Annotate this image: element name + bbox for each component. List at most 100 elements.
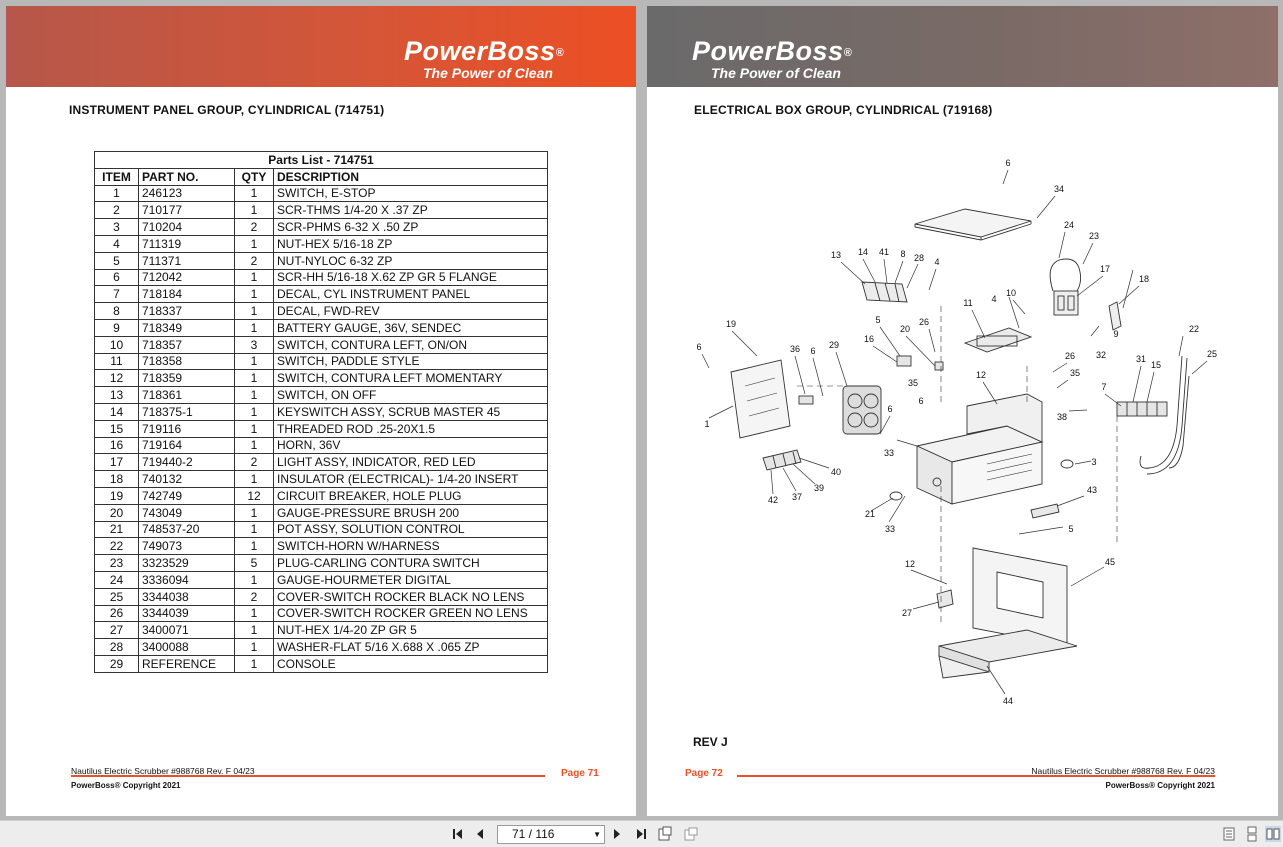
callout-number: 5: [1068, 524, 1073, 534]
cell-qty: 1: [234, 184, 274, 203]
exploded-parts-diagram: 6342423171813144182841141093219636629516…: [696, 158, 1217, 706]
footer-document-id: Nautilus Electric Scrubber #988768 Rev. …: [71, 766, 255, 776]
header-banner: PowerBoss® The Power of Clean: [647, 6, 1278, 87]
cell-qty: 1: [234, 268, 274, 287]
callout-number: 12: [976, 370, 986, 380]
column-header-part-no: PART NO.: [138, 167, 235, 186]
page-number: Page 72: [685, 768, 723, 779]
cell-item: 4: [94, 234, 139, 253]
cell-qty: 1: [234, 570, 274, 589]
callout-number: 14: [858, 247, 868, 257]
cell-description: SCR-PHMS 6-32 X .50 ZP: [273, 218, 548, 236]
cell-description: SWITCH, CONTURA LEFT, ON/ON: [273, 335, 548, 354]
callout-number: 23: [1089, 231, 1099, 241]
cell-description: SWITCH, E-STOP: [273, 184, 548, 203]
callout-number: 26: [1065, 351, 1075, 361]
header-banner: PowerBoss® The Power of Clean: [6, 6, 636, 87]
cell-qty: 1: [234, 436, 274, 455]
cell-item: 15: [94, 419, 139, 438]
single-page-view-icon[interactable]: [1221, 826, 1237, 842]
cell-description: SWITCH, ON OFF: [273, 386, 548, 404]
callout-number: 4: [991, 294, 996, 304]
callout-number: 41: [879, 247, 889, 257]
cell-item: 22: [94, 537, 139, 556]
cell-item: 7: [94, 285, 139, 304]
cell-description: GAUGE-HOURMETER DIGITAL: [273, 570, 548, 589]
fit-page-icon[interactable]: [657, 826, 673, 842]
callout-number: 37: [792, 492, 802, 502]
cell-part-no: 719164: [138, 436, 235, 455]
parts-list-table: Parts List - 714751 ITEM PART NO. QTY DE…: [94, 151, 548, 673]
cell-part-no: 712042: [138, 268, 235, 287]
last-page-icon[interactable]: [633, 826, 649, 842]
cell-part-no: 3344039: [138, 604, 235, 623]
callout-number: 7: [1101, 382, 1106, 392]
page-number-select[interactable]: 71 / 116 ▼: [497, 825, 605, 844]
cell-qty: 1: [234, 201, 274, 220]
cell-item: 2: [94, 201, 139, 220]
powerboss-logo: PowerBoss® The Power of Clean: [692, 36, 853, 81]
cell-part-no: 718375-1: [138, 402, 235, 421]
cell-description: DECAL, FWD-REV: [273, 302, 548, 320]
cell-part-no: 3323529: [138, 554, 235, 572]
fit-width-icon[interactable]: [683, 826, 699, 842]
cell-qty: 1: [234, 470, 274, 488]
cell-item: 11: [94, 352, 139, 371]
footer-copyright: PowerBoss® Copyright 2021: [1105, 781, 1215, 790]
cell-part-no: 749073: [138, 537, 235, 556]
cell-item: 10: [94, 335, 139, 354]
footer-rule: [71, 775, 545, 777]
first-page-icon[interactable]: [450, 826, 466, 842]
footer-copyright: PowerBoss® Copyright 2021: [71, 781, 181, 790]
cell-item: 18: [94, 470, 139, 488]
cell-qty: 1: [234, 638, 274, 656]
cell-item: 6: [94, 268, 139, 287]
cell-part-no: 710177: [138, 201, 235, 220]
cell-part-no: 740132: [138, 470, 235, 488]
callout-number: 33: [884, 448, 894, 458]
cell-part-no: 710204: [138, 218, 235, 236]
section-title: ELECTRICAL BOX GROUP, CYLINDRICAL (71916…: [694, 103, 993, 117]
column-header-qty: QTY: [234, 167, 274, 186]
callout-number: 39: [814, 483, 824, 493]
cell-part-no: 718357: [138, 335, 235, 354]
cell-part-no: 718358: [138, 352, 235, 371]
cell-item: 24: [94, 570, 139, 589]
callout-number: 20: [900, 324, 910, 334]
cell-description: NUT-NYLOC 6-32 ZP: [273, 251, 548, 270]
callout-number: 38: [1057, 412, 1067, 422]
footer-document-id: Nautilus Electric Scrubber #988768 Rev. …: [1031, 766, 1215, 776]
callout-number: 21: [865, 509, 875, 519]
cell-qty: 1: [234, 285, 274, 304]
pdf-viewer-toolbar: 71 / 116 ▼: [0, 820, 1283, 847]
cell-part-no: REFERENCE: [138, 654, 235, 673]
callout-number: 6: [810, 346, 815, 356]
cell-part-no: 748537-20: [138, 520, 235, 539]
two-page-view-icon[interactable]: [1265, 826, 1281, 842]
cell-description: INSULATOR (ELECTRICAL)- 1/4-20 INSERT: [273, 470, 548, 488]
powerboss-logo: PowerBoss® The Power of Clean: [404, 36, 565, 81]
previous-page-icon[interactable]: [472, 826, 488, 842]
cell-description: GAUGE-PRESSURE BRUSH 200: [273, 503, 548, 522]
continuous-view-icon[interactable]: [1244, 826, 1260, 842]
cell-part-no: 743049: [138, 503, 235, 522]
cell-qty: 1: [234, 621, 274, 640]
cell-qty: 2: [234, 453, 274, 472]
cell-qty: 1: [234, 234, 274, 253]
cell-part-no: 711319: [138, 234, 235, 253]
page-indicator: 71 / 116: [512, 827, 555, 841]
callout-number: 27: [902, 608, 912, 618]
next-page-icon[interactable]: [609, 826, 625, 842]
callout-number: 1: [704, 419, 709, 429]
callout-number: 9: [1113, 329, 1118, 339]
cell-part-no: 3400071: [138, 621, 235, 640]
cell-qty: 2: [234, 251, 274, 270]
